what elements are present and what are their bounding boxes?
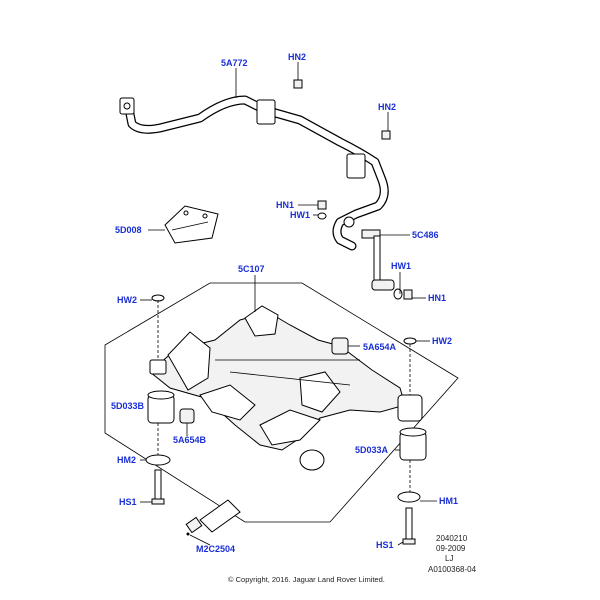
rear-mount-bush xyxy=(299,449,325,471)
bush-5a654b xyxy=(179,408,195,424)
subframe-box xyxy=(104,282,459,523)
leader-lines xyxy=(140,62,437,546)
washer-hw1-b xyxy=(393,288,403,300)
drawing-meta: 2040210 09-2009 LJ A0100368-04 xyxy=(428,534,477,574)
label-hs1-b: HS1 xyxy=(376,540,394,550)
label-hm2: HM2 xyxy=(117,455,136,465)
bush-5a654a xyxy=(331,337,349,355)
label-5c107: 5C107 xyxy=(238,264,265,274)
label-5a654b: 5A654B xyxy=(173,435,207,445)
label-hw1-b: HW1 xyxy=(391,261,411,271)
bolt-hs1-right xyxy=(405,507,413,541)
bar-bush-right xyxy=(346,153,366,179)
washer-hm2 xyxy=(145,454,171,466)
bushes xyxy=(147,294,427,461)
sealant-tube xyxy=(185,499,241,536)
part-labels: 5A772 HN2 HN2 HN1 HW1 5D008 5C486 5C107 … xyxy=(111,52,458,554)
bar-bush-left xyxy=(256,99,276,125)
washer-hw2-right xyxy=(403,337,417,345)
anti-roll-bar xyxy=(119,95,389,251)
bolt-hs1-left xyxy=(154,469,162,501)
washer-hm1 xyxy=(397,491,421,503)
label-hn2-a: HN2 xyxy=(288,52,306,62)
label-hw1-a: HW1 xyxy=(290,210,310,220)
label-hw2-b: HW2 xyxy=(432,336,452,346)
lower-hardware xyxy=(145,454,421,545)
meta-ref: A0100368-04 xyxy=(428,565,477,574)
subframe xyxy=(149,305,406,471)
copyright-text: © Copyright, 2016. Jaguar Land Rover Lim… xyxy=(228,575,385,584)
label-5d033a: 5D033A xyxy=(355,445,389,455)
label-5d008: 5D008 xyxy=(115,225,142,235)
meta-code: 2040210 xyxy=(436,534,468,543)
nut-hn1-b xyxy=(403,289,413,300)
bracket-5d008 xyxy=(164,205,219,244)
nut-hn1-a xyxy=(317,200,327,210)
nut-hn2-b xyxy=(381,130,391,140)
washer-hw1-a xyxy=(317,212,327,220)
label-5d033b: 5D033B xyxy=(111,401,145,411)
meta-date: 09-2009 xyxy=(436,544,466,553)
label-5c486: 5C486 xyxy=(412,230,439,240)
label-hw2-a: HW2 xyxy=(117,295,137,305)
label-m2c2504: M2C2504 xyxy=(196,544,235,554)
label-hm1: HM1 xyxy=(439,496,458,506)
meta-initials: LJ xyxy=(445,554,453,563)
nut-hn2-a xyxy=(293,79,303,89)
label-5a772: 5A772 xyxy=(221,58,248,68)
label-hs1-a: HS1 xyxy=(119,497,137,507)
label-5a654a: 5A654A xyxy=(363,342,397,352)
label-hn1-b: HN1 xyxy=(428,293,446,303)
bar-hardware xyxy=(293,79,391,220)
label-hn2-b: HN2 xyxy=(378,102,396,112)
label-hn1-a: HN1 xyxy=(276,200,294,210)
